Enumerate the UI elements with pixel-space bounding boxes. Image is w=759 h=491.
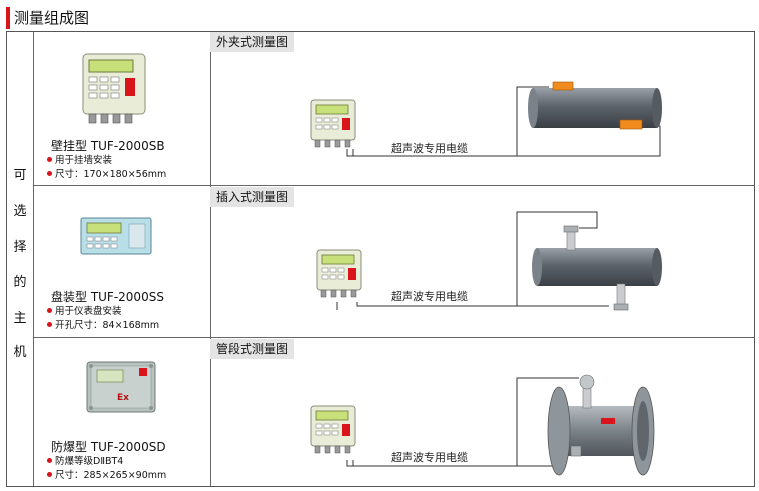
wall-mount-bullet-size: 尺寸：170×180×56mm xyxy=(47,168,166,181)
row-divider-1 xyxy=(33,185,755,186)
page-title: 测量组成图 xyxy=(14,9,90,27)
panel-mount-bullet-size: 开孔尺寸：84×168mm xyxy=(47,319,159,332)
clamp-on-cable-label: 超声波专用电缆 xyxy=(391,142,468,155)
ex-badge-text: Ex xyxy=(117,393,129,403)
side-label-char: 择 xyxy=(13,240,27,255)
insertion-cable-label: 超声波专用电缆 xyxy=(391,290,468,303)
side-label-char: 机 xyxy=(13,345,27,360)
spool-meter-image xyxy=(310,405,356,454)
panel-mount-device-image xyxy=(80,217,152,255)
wall-mount-model-name: 壁挂型 TUF-2000SB xyxy=(51,139,165,153)
wall-mount-bullet-usage: 用于挂墙安装 xyxy=(47,154,112,167)
clamp-on-meter-image xyxy=(310,99,356,148)
column-divider-left xyxy=(33,32,34,486)
bullet-text: 尺寸：170×180×56mm xyxy=(55,169,167,180)
bullet-dot xyxy=(47,171,52,176)
insertion-cable-wiring xyxy=(336,211,609,310)
bullet-dot xyxy=(47,458,52,463)
explosion-proof-bullet-size: 尺寸：285×265×90mm xyxy=(47,469,166,482)
panel-mount-bullet-usage: 用于仪表盘安装 xyxy=(47,305,122,318)
wall-mount-device-image xyxy=(82,53,146,124)
bullet-text: 用于仪表盘安装 xyxy=(55,306,122,317)
header-accent-bar xyxy=(6,7,10,29)
explosion-proof-bullet-rating: 防爆等级DⅡBT4 xyxy=(47,455,123,468)
bullet-dot xyxy=(47,322,52,327)
explosion-proof-device-image: Ex xyxy=(86,361,156,413)
bullet-dot xyxy=(47,157,52,162)
spool-diagram-label: 管段式测量图 xyxy=(210,339,295,359)
bullet-text: 用于挂墙安装 xyxy=(55,155,113,166)
panel-mount-model-name: 盘装型 TUF-2000SS xyxy=(51,290,164,304)
side-label-column: 可 选 择 的 主 机 xyxy=(7,32,33,486)
bullet-text: 防爆等级DⅡBT4 xyxy=(55,456,124,467)
bullet-text: 开孔尺寸：84×168mm xyxy=(55,320,160,331)
column-divider-right xyxy=(210,32,211,486)
explosion-proof-model-name: 防爆型 TUF-2000SD xyxy=(51,440,166,454)
side-label-char: 选 xyxy=(13,204,27,219)
spool-pipe-image xyxy=(547,374,655,476)
clamp-on-diagram-label: 外夹式测量图 xyxy=(210,32,295,52)
row-divider-2 xyxy=(33,337,755,338)
bullet-text: 尺寸：285×265×90mm xyxy=(55,470,167,481)
clamp-on-pipe-image xyxy=(528,81,662,130)
side-label-char: 主 xyxy=(13,311,27,326)
insertion-meter-image xyxy=(316,249,362,298)
side-label-char: 可 xyxy=(13,168,27,183)
insertion-diagram-label: 插入式测量图 xyxy=(210,187,295,207)
composition-table: 可 选 择 的 主 机 壁挂型 TUF-2000SB 用于挂墙安装 尺寸：170… xyxy=(6,31,755,487)
bullet-dot xyxy=(47,472,52,477)
insertion-pipe-image xyxy=(532,225,662,311)
bullet-dot xyxy=(47,308,52,313)
spool-cable-label: 超声波专用电缆 xyxy=(391,451,468,464)
side-label-char: 的 xyxy=(13,275,27,290)
